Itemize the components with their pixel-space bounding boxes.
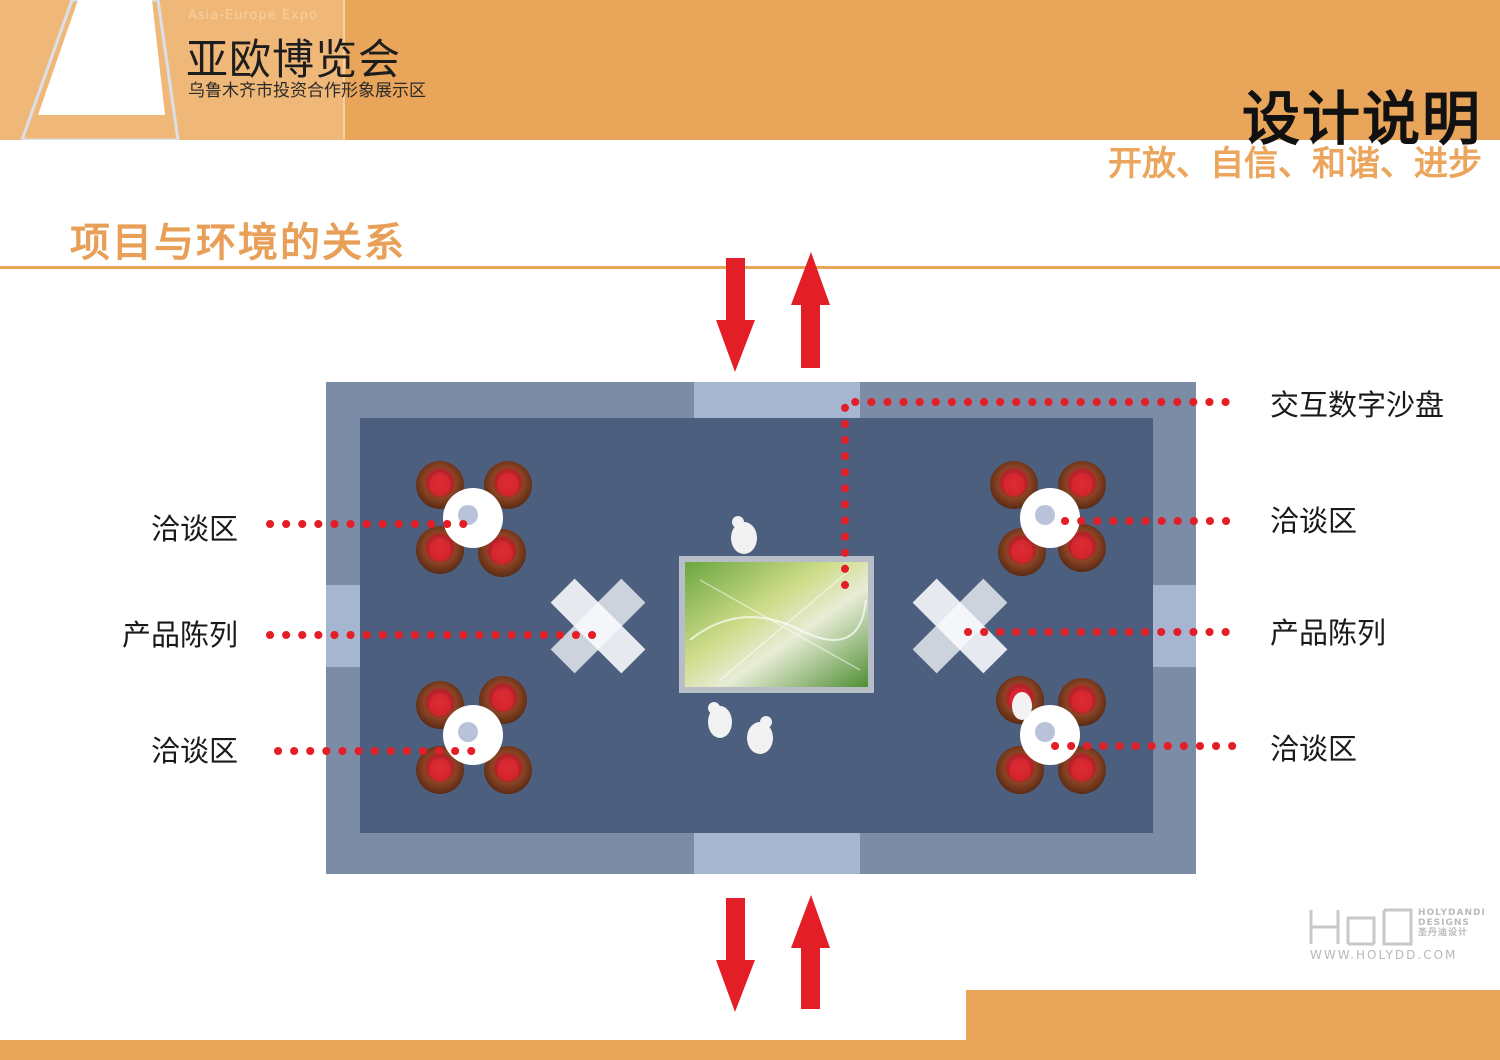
flow-arrows [716, 252, 830, 1012]
expo-subtitle: 乌鲁木齐市投资合作形象展示区 [188, 81, 426, 101]
entrance-top [694, 382, 860, 418]
label-negotiation-top-left: 洽谈区 [150, 512, 238, 546]
header-band [0, 0, 1500, 140]
logo-line3: 圣丹迪设计 [1418, 928, 1469, 938]
footer-block [966, 990, 1500, 1042]
product-display-left [550, 578, 646, 674]
holydd-logo-icon [1309, 908, 1413, 946]
leader-lines [266, 398, 1244, 755]
section-rule [0, 266, 1500, 269]
header-divider [343, 0, 345, 140]
logo-url: WWW.HOLYDD.COM [1310, 948, 1458, 962]
label-product-right: 产品陈列 [1270, 616, 1387, 650]
arrow-in-bottom-icon [791, 895, 830, 1009]
arrow-out-top-icon [791, 252, 830, 368]
label-negotiation-bottom-right: 洽谈区 [1270, 732, 1358, 766]
negotiation-zone-top-left [416, 461, 532, 577]
label-sand-table: 交互数字沙盘 [1270, 388, 1445, 422]
negotiation-zone-top-right [990, 461, 1106, 576]
logo-line1: HOLYDANDI [1418, 908, 1486, 918]
footer-strip [0, 1040, 1500, 1060]
logo-text: HOLYDANDI DESIGNS 圣丹迪设计 [1418, 908, 1486, 938]
logo-line2: DESIGNS [1418, 918, 1470, 928]
section-title: 项目与环境的关系 [70, 219, 406, 266]
visitor-figures [708, 516, 773, 754]
label-negotiation-top-right: 洽谈区 [1270, 504, 1358, 538]
leader-sand-table [841, 398, 1244, 589]
entrance-right [1153, 585, 1196, 667]
label-product-left: 产品陈列 [121, 618, 238, 652]
interactive-sand-table [679, 556, 874, 693]
label-negotiation-bottom-left: 洽谈区 [150, 734, 238, 768]
header-triangle-icon [20, 0, 180, 140]
product-display-right [912, 578, 1008, 674]
entrance-left [326, 585, 360, 667]
slogan: 开放、自信、和谐、进步 [1108, 144, 1482, 184]
design-title: 设计说明 [1241, 85, 1482, 153]
entrance-bottom [694, 833, 860, 874]
arrow-in-top-icon [716, 258, 755, 372]
expo-name-cn: 亚欧博览会 [186, 35, 402, 84]
negotiation-zone-bottom-right [996, 676, 1106, 794]
expo-name-en: Asia-Europe Expo [188, 8, 318, 23]
arrow-out-bottom-icon [716, 898, 755, 1012]
